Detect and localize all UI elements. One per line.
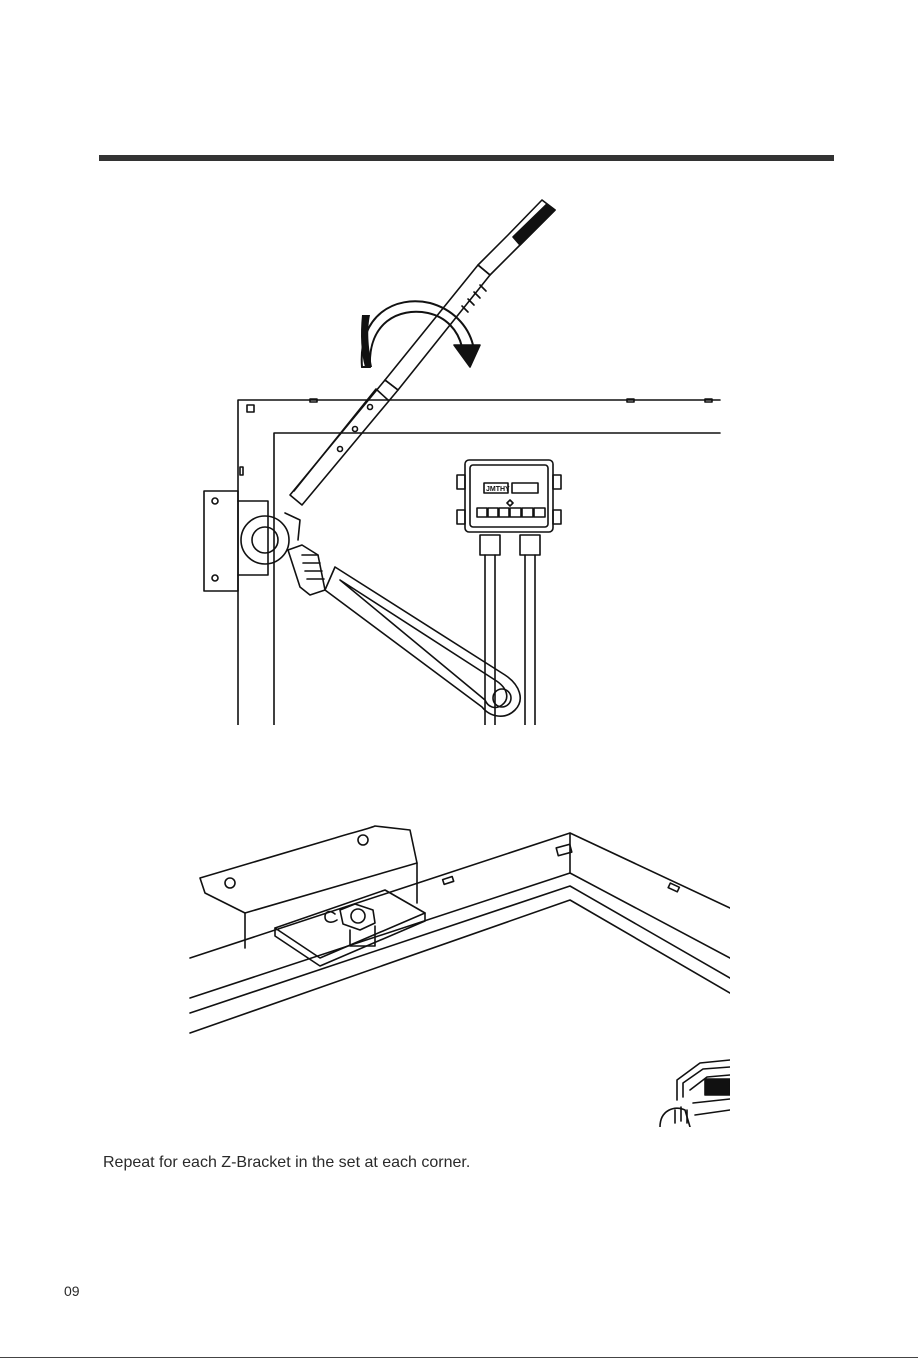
header-rule	[99, 155, 834, 161]
wrench-tightening-illustration: JMTHY	[190, 195, 725, 725]
page-number: 09	[64, 1283, 80, 1299]
z-bracket-mounted-illustration	[185, 818, 730, 1043]
instruction-caption: Repeat for each Z-Bracket in the set at …	[103, 1154, 470, 1172]
junction-box-detail-illustration	[655, 1055, 730, 1127]
junction-box-brand: JMTHY	[486, 486, 510, 493]
footer-line	[0, 1357, 918, 1358]
